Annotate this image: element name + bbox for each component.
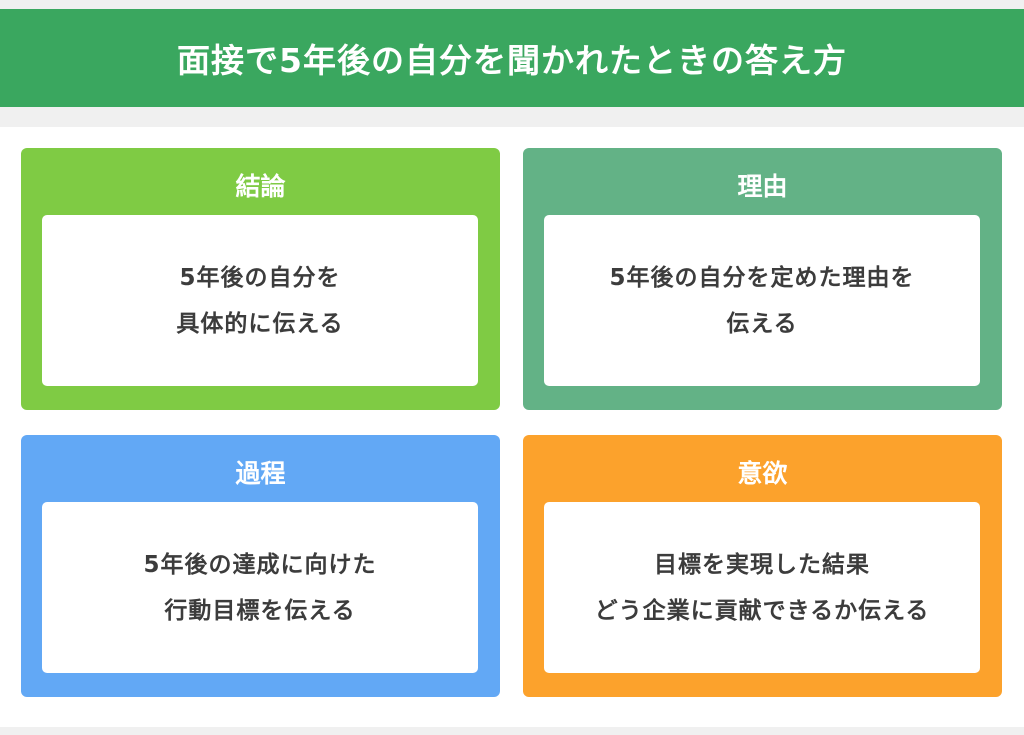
- card-title: 意欲: [737, 458, 788, 488]
- card-line: 5年後の達成に向けた: [143, 551, 377, 578]
- card-body: 5年後の自分を 具体的に伝える: [42, 215, 478, 386]
- card-line: 5年後の自分を定めた理由を: [609, 264, 915, 291]
- card-conclusion: 結論 5年後の自分を 具体的に伝える: [21, 148, 500, 410]
- card-line: 具体的に伝える: [176, 310, 344, 337]
- card-line: 5年後の自分を: [179, 264, 341, 291]
- card-process: 過程 5年後の達成に向けた 行動目標を伝える: [21, 435, 500, 697]
- card-line: 行動目標を伝える: [164, 597, 356, 624]
- card-line: 伝える: [726, 310, 798, 337]
- card-title: 理由: [737, 171, 788, 201]
- card-reason: 理由 5年後の自分を定めた理由を 伝える: [523, 148, 1002, 410]
- card-motivation: 意欲 目標を実現した結果 どう企業に貢献できるか伝える: [523, 435, 1002, 697]
- page-title: 面接で5年後の自分を聞かれたときの答え方: [0, 9, 1024, 107]
- card-body: 5年後の達成に向けた 行動目標を伝える: [42, 502, 478, 673]
- card-title: 結論: [235, 171, 286, 201]
- card-body: 5年後の自分を定めた理由を 伝える: [544, 215, 980, 386]
- card-line: どう企業に貢献できるか伝える: [594, 597, 930, 624]
- card-line: 目標を実現した結果: [654, 551, 870, 578]
- card-body: 目標を実現した結果 どう企業に貢献できるか伝える: [544, 502, 980, 673]
- card-title: 過程: [235, 458, 286, 488]
